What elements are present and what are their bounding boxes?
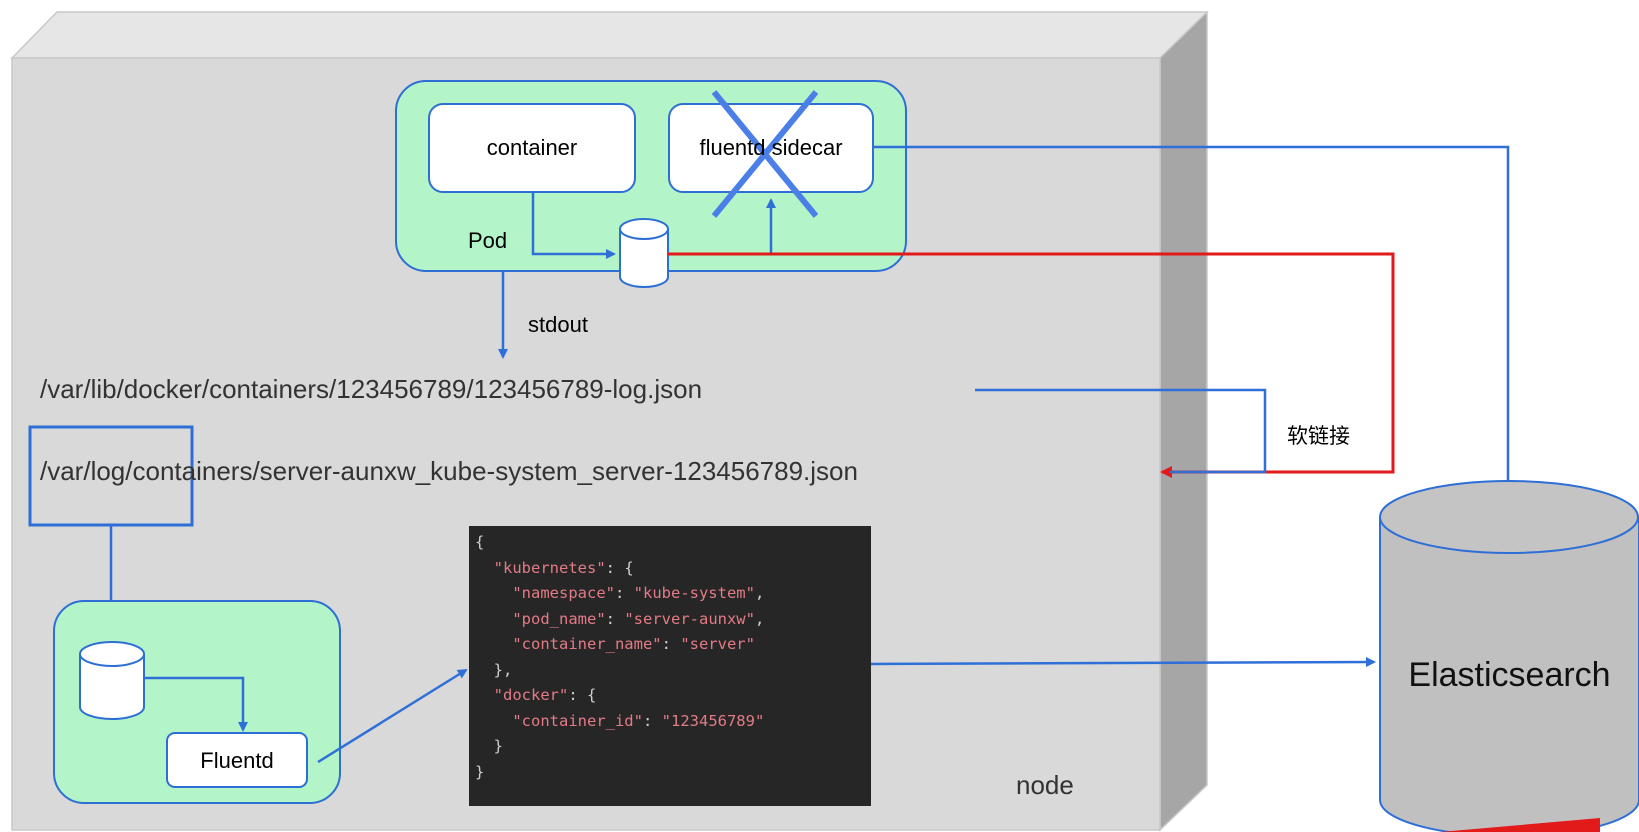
symlink-label: 软链接: [1287, 424, 1350, 448]
volume-red-link: [668, 252, 1395, 478]
volume-to-fluentd-arrow: [144, 676, 248, 732]
json-line: "docker": {: [493, 686, 597, 704]
docker-log-path: /var/lib/docker/containers/123456789/123…: [40, 374, 703, 404]
json-line: "container_name": "server": [512, 635, 755, 653]
stdout-label: stdout: [528, 312, 588, 337]
json-line: }: [475, 737, 503, 755]
container-label: container: [486, 135, 578, 160]
elasticsearch-cylinder-icon: [1379, 480, 1639, 832]
json-line: "pod_name": "server-aunxw",: [512, 609, 765, 628]
json-line: "container_id": "123456789": [512, 711, 765, 730]
node-label: node: [1016, 770, 1074, 800]
json-line: "kubernetes": {: [493, 558, 634, 577]
container-to-volume-arrow: [531, 192, 616, 259]
elasticsearch-label: Elasticsearch: [1408, 656, 1611, 694]
json-line: },: [475, 660, 513, 679]
pod-volume-icon: [619, 218, 669, 288]
disabled-cross-icon: [711, 90, 819, 218]
json-log-sample: { "kubernetes": { "namespace": "kube-sys…: [469, 526, 871, 806]
node-side-face: [1159, 10, 1208, 832]
node-top-face: [10, 11, 1209, 59]
json-line: }: [475, 762, 485, 781]
json-line: "namespace": "kube-system",: [512, 584, 765, 602]
json-line: {: [475, 533, 485, 551]
k8s-log-path: /var/log/containers/server-aunxw_kube-sy…: [40, 456, 858, 486]
fluentd-box: [166, 732, 308, 788]
json-to-es-arrow: [870, 657, 1376, 668]
symlink-arrow: [975, 388, 1267, 474]
fluentd-label: Fluentd: [200, 748, 274, 773]
json-log-text: { "kubernetes": { "namespace": "kube-sys…: [469, 526, 871, 785]
fluentd-to-json-arrow: [317, 668, 468, 764]
sidecar-label: fluentd sidecar: [699, 135, 843, 160]
sidecar-to-es-arrow: [873, 145, 1513, 490]
pod-label: Pod: [468, 228, 508, 253]
fluentd-volume-icon: [79, 641, 145, 720]
